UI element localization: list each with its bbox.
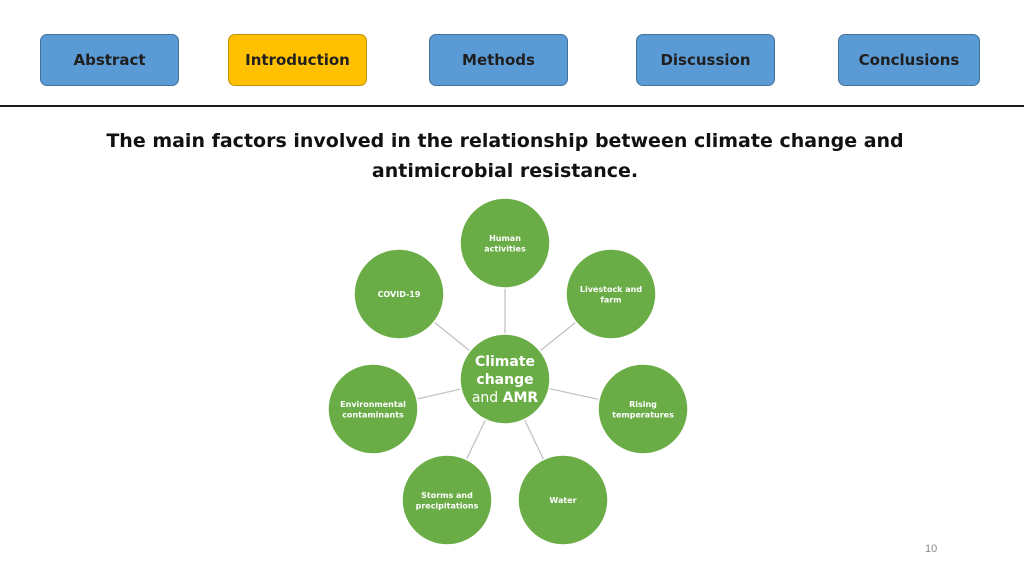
node-covid-19-circle — [353, 248, 445, 340]
slide-title-line-2: antimicrobial resistance. — [371, 160, 639, 182]
center-circle — [459, 333, 551, 425]
center-label-line-2: change — [476, 372, 533, 388]
node-rising-temperatures-label-line-2: temperatures — [612, 410, 674, 419]
node-storms-and-precipitations-label-line-2: precipitations — [416, 501, 479, 510]
node-environmental-contaminants-circle — [327, 363, 419, 455]
connector-rising-temperatures — [548, 387, 600, 401]
node-storms-and-precipitations-circle — [401, 454, 493, 546]
diagram-center: Climate change and AMR — [459, 333, 551, 425]
connector-covid-19 — [433, 321, 471, 352]
node-human-activities-label-line-2: activities — [484, 244, 526, 253]
connector-water — [523, 419, 545, 460]
nav-button-methods[interactable]: Methods — [429, 34, 568, 86]
connector-environmental-contaminants — [416, 388, 462, 400]
node-water: Water — [517, 454, 609, 546]
connector-storms-and-precipitations — [465, 419, 487, 460]
node-environmental-contaminants-label-line-1: Environmental — [340, 400, 406, 409]
node-covid-19-label-line-1: COVID-19 — [378, 290, 421, 299]
connector-livestock-and-farm — [539, 321, 577, 352]
center-label-line-1: Climate — [475, 354, 535, 370]
slide-title-line-1: The main factors involved in the relatio… — [106, 130, 904, 152]
nav-button-introduction[interactable]: Introduction — [228, 34, 367, 86]
nav-button-conclusions[interactable]: Conclusions — [838, 34, 980, 86]
node-covid-19: COVID-19 — [353, 248, 445, 340]
node-livestock-and-farm-circle — [565, 248, 657, 340]
node-environmental-contaminants-label-line-2: contaminants — [342, 410, 404, 419]
node-water-circle — [517, 454, 609, 546]
slide-title: The main factors involved in the relatio… — [80, 126, 930, 186]
center-label-line-3: and AMR — [472, 390, 539, 406]
node-human-activities-circle — [459, 197, 551, 289]
node-livestock-and-farm-label-line-1: Livestock and — [580, 285, 643, 294]
node-water-label-line-1: Water — [549, 496, 576, 505]
node-storms-and-precipitations-label-line-1: Storms and — [421, 491, 473, 500]
nav-button-discussion[interactable]: Discussion — [636, 34, 775, 86]
node-human-activities-label-line-1: Human — [489, 234, 521, 243]
node-rising-temperatures-label-line-1: Rising — [629, 400, 657, 409]
node-livestock-and-farm-label-line-2: farm — [600, 295, 621, 304]
header-divider — [0, 105, 1024, 107]
diagram-connectors — [416, 288, 600, 460]
nav-button-abstract[interactable]: Abstract — [40, 34, 179, 86]
node-rising-temperatures-circle — [597, 363, 689, 455]
page-number: 10 — [925, 543, 938, 555]
